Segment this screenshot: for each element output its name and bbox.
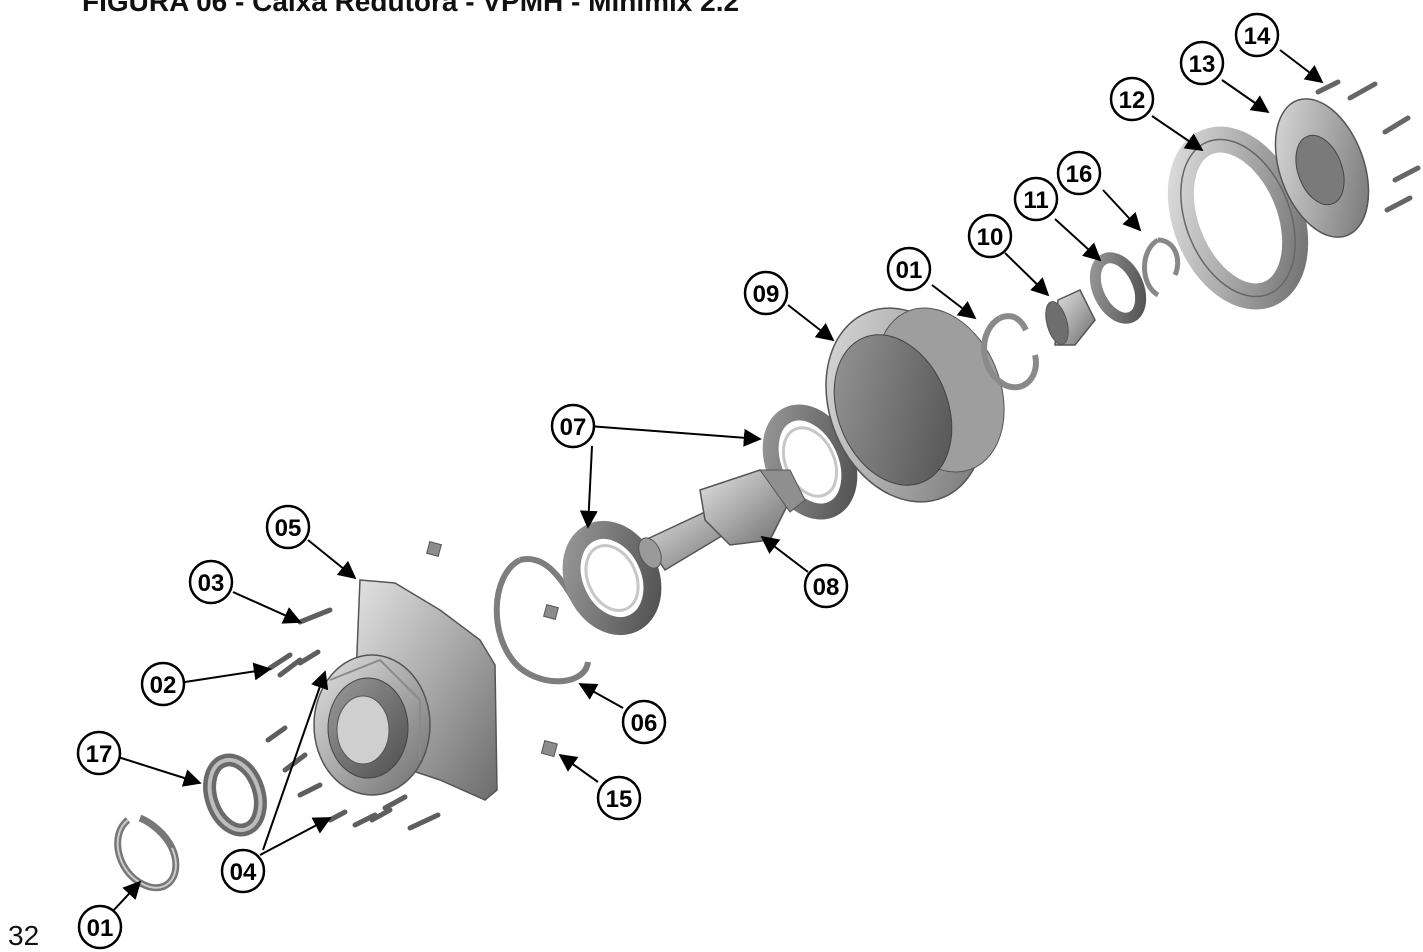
svg-text:01: 01 [896,257,923,284]
svg-text:08: 08 [813,574,840,601]
callout-08: 08 [803,563,849,609]
callout-05: 05 [265,504,311,550]
bolts-14 [1315,79,1421,213]
callout-01-lower: 01 [77,904,123,950]
callout-07: 07 [550,403,596,449]
bolts-02-03-04 [265,607,441,831]
svg-text:07: 07 [560,414,587,441]
callout-15: 15 [596,775,642,821]
svg-text:02: 02 [150,672,177,699]
splined-sleeve-10 [1045,289,1096,346]
callout-03: 03 [188,559,234,605]
callout-09: 09 [743,270,789,316]
svg-text:12: 12 [1119,87,1146,114]
svg-text:04: 04 [230,859,257,886]
shaft-08 [638,469,806,572]
svg-text:13: 13 [1189,51,1216,78]
callout-01-upper: 01 [886,246,932,292]
svg-text:01: 01 [87,915,114,942]
callout-10: 10 [967,213,1013,259]
callout-14: 14 [1234,12,1280,58]
svg-text:10: 10 [977,224,1004,251]
callout-12: 12 [1109,76,1155,122]
svg-text:16: 16 [1066,161,1093,188]
nuts-15 [426,541,559,758]
svg-text:17: 17 [86,741,113,768]
housing-05 [313,579,498,801]
svg-text:15: 15 [606,786,633,813]
snap-ring-16 [1142,237,1181,298]
svg-text:03: 03 [198,570,225,597]
callout-06: 06 [621,699,667,745]
page-number: 32 [8,920,40,951]
bearing-07-lower [562,520,662,636]
bearing-11 [1089,252,1147,324]
cover-09 [825,307,1005,503]
flange-13 [1274,98,1370,238]
callout-17: 17 [76,730,122,776]
callout-02: 02 [140,661,186,707]
callout-16: 16 [1056,150,1102,196]
svg-text:06: 06 [631,710,658,737]
figure-title: FIGURA 06 - Caixa Redutora - VPMH - Mini… [82,0,740,17]
svg-text:05: 05 [275,515,302,542]
callout-04: 04 [220,848,266,894]
callout-13: 13 [1179,40,1225,86]
ring-12 [1167,126,1309,310]
leader-lines [111,49,1324,913]
svg-text:14: 14 [1244,23,1271,50]
retaining-ring-01-lower [114,814,180,892]
svg-text:11: 11 [1023,187,1048,214]
svg-text:09: 09 [753,281,780,308]
callout-11: 11 [1013,176,1059,222]
retaining-ring-01-upper [981,313,1039,391]
seal-ring-17 [203,753,267,837]
